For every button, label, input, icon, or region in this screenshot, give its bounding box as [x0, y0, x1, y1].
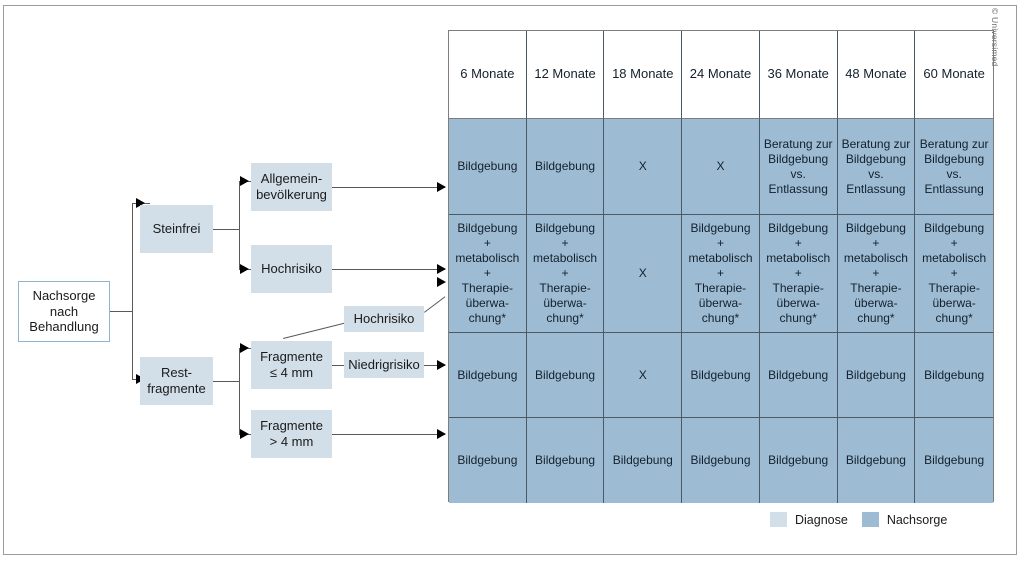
node-fragmente-groesser-4mm[interactable]: Fragmente > 4 mm [251, 410, 332, 458]
table-header-5: 48 Monate [837, 31, 916, 119]
node-hochrisiko-fragmente[interactable]: Hochrisiko [344, 306, 424, 332]
table-cell: Bildgebung [449, 333, 527, 418]
connector-trunk [132, 203, 133, 379]
arrow-allgemein-to-table [437, 182, 446, 192]
connector-steinfrei-out [213, 229, 239, 230]
node-niedrigrisiko[interactable]: Niedrigrisiko [344, 352, 424, 378]
table-cell: X [604, 333, 683, 418]
legend-item-diagnose: Diagnose [770, 512, 848, 527]
connector-fragmente-le4-to-hochrisiko2 [283, 322, 346, 339]
table-cell: Bildgebung [604, 418, 683, 503]
table-cell: Bildgebung [682, 333, 760, 418]
table-cell: Bildgebung [915, 418, 993, 503]
table-header-4: 36 Monate [759, 31, 838, 119]
table-cell: Bildgebung + metabolisch + Therapie- übe… [759, 215, 838, 333]
table-cell: Beratung zur Bildgebung vs. Entlassung [915, 119, 993, 215]
table-cell: Beratung zur Bildgebung vs. Entlassung [759, 119, 838, 215]
table-cell: Bildgebung + metabolisch + Therapie- übe… [526, 215, 605, 333]
connector-restfragmente-out [213, 381, 239, 382]
arrow-niedrigrisiko-to-table [437, 360, 446, 370]
table-cell: X [604, 215, 683, 333]
arrow-to-hochrisiko [240, 264, 249, 274]
table-cell: Bildgebung + metabolisch + Therapie- übe… [682, 215, 760, 333]
connector-root-out [110, 311, 132, 312]
table-cell: Bildgebung [526, 333, 605, 418]
legend-item-nachsorge: Nachsorge [861, 512, 948, 527]
arrow-to-fragmente-le4 [240, 343, 249, 353]
table-header-3: 24 Monate [682, 31, 760, 119]
table-header-6: 60 Monate [915, 31, 993, 119]
arrow-to-steinfrei [136, 198, 145, 208]
node-allgemeinbevoelkerung[interactable]: Allgemein- bevölkerung [251, 163, 332, 211]
arrow-to-allgemein [240, 176, 249, 186]
arrow-to-fragmente-gt4 [240, 429, 249, 439]
arrow-fragmente-gt4-to-table [437, 429, 446, 439]
legend-label-diagnose: Diagnose [795, 512, 848, 527]
table-cell: Bildgebung [759, 333, 838, 418]
legend-swatch-diagnose [770, 512, 787, 527]
legend-swatch-nachsorge [861, 512, 879, 527]
copyright-notice: © Universimed [990, 8, 1000, 67]
arrow-hochrisiko2-to-table [437, 277, 446, 287]
connector-allgemein-to-table [332, 187, 445, 188]
table-cell: Beratung zur Bildgebung vs. Entlassung [837, 119, 916, 215]
arrow-hochrisiko-to-table [437, 264, 446, 274]
table-header-2: 18 Monate [604, 31, 683, 119]
connector-restfragmente-trunk [239, 348, 240, 434]
table-cell: Bildgebung [449, 418, 527, 503]
table-cell: Bildgebung + metabolisch + Therapie- übe… [837, 215, 916, 333]
table-cell: Bildgebung [837, 333, 916, 418]
table-cell: Bildgebung [837, 418, 916, 503]
table-cell: Bildgebung [682, 418, 760, 503]
node-nachsorge-nach-behandlung[interactable]: Nachsorge nach Behandlung [18, 281, 110, 342]
table-cell: Bildgebung [759, 418, 838, 503]
node-fragmente-kleiner-gleich-4mm[interactable]: Fragmente ≤ 4 mm [251, 341, 332, 389]
table-header-0: 6 Monate [449, 31, 527, 119]
connector-niedrigrisiko-to-table [424, 365, 445, 366]
table-cell: Bildgebung [526, 418, 605, 503]
table-cell: Bildgebung + metabolisch + Therapie- übe… [915, 215, 993, 333]
table-header-1: 12 Monate [526, 31, 605, 119]
table-cell: X [682, 119, 760, 215]
node-hochrisiko[interactable]: Hochrisiko [251, 245, 332, 293]
table-cell: Bildgebung [915, 333, 993, 418]
connector-steinfrei-trunk [239, 181, 240, 269]
table-cell: Bildgebung + metabolisch + Therapie- übe… [449, 215, 527, 333]
table-cell: Bildgebung [526, 119, 605, 215]
node-restfragmente[interactable]: Rest- fragmente [140, 357, 213, 405]
node-steinfrei[interactable]: Steinfrei [140, 205, 213, 253]
legend-label-nachsorge: Nachsorge [886, 512, 948, 527]
table-cell: X [604, 119, 683, 215]
table-cell: Bildgebung [449, 119, 527, 215]
connector-hochrisiko2-to-table [424, 296, 446, 313]
connector-fragmente-le4-to-niedrigrisiko [332, 365, 344, 366]
connector-hochrisiko-to-table [332, 269, 445, 270]
connector-fragmente-gt4-to-table [332, 434, 445, 435]
legend: Diagnose Nachsorge [770, 512, 947, 527]
